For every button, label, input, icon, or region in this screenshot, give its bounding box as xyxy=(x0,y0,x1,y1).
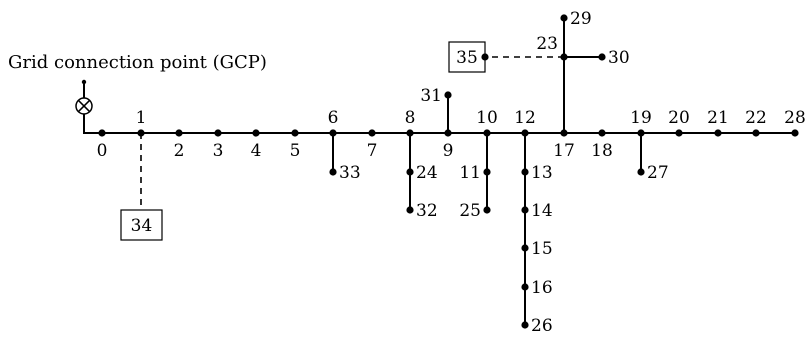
bus-label-7: 7 xyxy=(367,141,378,161)
bus-label-18: 18 xyxy=(591,141,613,161)
bus-node-12 xyxy=(521,129,529,137)
bus-node-31 xyxy=(444,91,452,99)
bus-label-6: 6 xyxy=(328,108,339,128)
bus-node-1 xyxy=(137,129,145,137)
bus-node-16 xyxy=(521,283,529,291)
bus-label-28: 28 xyxy=(784,108,806,128)
bus-label-3: 3 xyxy=(213,141,224,161)
bus-node-28 xyxy=(791,129,799,137)
bus-label-1: 1 xyxy=(136,108,147,128)
dashed-links xyxy=(140,56,564,210)
bus-label-19: 19 xyxy=(630,108,652,128)
bus-label-14: 14 xyxy=(531,201,553,221)
bus-node-6 xyxy=(329,129,337,137)
bus-node-22 xyxy=(752,129,760,137)
svg-text:34: 34 xyxy=(131,216,153,236)
bus-node-11 xyxy=(483,168,491,176)
bus-label-25: 25 xyxy=(459,201,481,221)
bus-label-26: 26 xyxy=(531,316,553,336)
solid-links xyxy=(102,18,795,325)
bus-node-23 xyxy=(560,53,568,61)
bus-node-2 xyxy=(175,129,183,137)
bus-label-9: 9 xyxy=(443,141,454,161)
gcp-feed-line xyxy=(83,114,102,134)
bus-label-30: 30 xyxy=(608,48,630,68)
bus-label-20: 20 xyxy=(668,108,690,128)
bus-node-21 xyxy=(714,129,722,137)
bus-node-14 xyxy=(521,206,529,214)
bus-label-5: 5 xyxy=(290,141,301,161)
bus-node-26 xyxy=(521,321,529,329)
box-35-port xyxy=(481,53,489,61)
bus-node-33 xyxy=(329,168,337,176)
bus-node-9 xyxy=(444,129,452,137)
bus-node-27 xyxy=(637,168,645,176)
bus-node-4 xyxy=(252,129,260,137)
bus-label-32: 32 xyxy=(416,201,438,221)
bus-label-15: 15 xyxy=(531,239,553,259)
bus-node-29 xyxy=(560,14,568,22)
bus-label-23: 23 xyxy=(536,34,558,54)
bus-label-13: 13 xyxy=(531,163,553,183)
bus-label-10: 10 xyxy=(476,108,498,128)
bus-label-12: 12 xyxy=(514,108,536,128)
bus-label-17: 17 xyxy=(553,141,575,161)
bus-label-33: 33 xyxy=(339,163,361,183)
svg-text:35: 35 xyxy=(456,48,478,68)
bus-label-27: 27 xyxy=(647,163,669,183)
diagram-title: Grid connection point (GCP) xyxy=(8,52,267,73)
gcp-symbol xyxy=(75,79,102,134)
bus-node-8 xyxy=(406,129,414,137)
bus-label-22: 22 xyxy=(745,108,767,128)
bus-label-29: 29 xyxy=(570,9,592,29)
bus-node-3 xyxy=(214,129,222,137)
bus-label-31: 31 xyxy=(420,86,442,106)
box-node-35: 35 xyxy=(448,41,486,73)
bus-node-30 xyxy=(598,53,606,61)
box-node-34: 34 xyxy=(120,209,163,241)
bus-label-24: 24 xyxy=(416,163,438,183)
bus-node-20 xyxy=(675,129,683,137)
bus-node-19 xyxy=(637,129,645,137)
bus-node-18 xyxy=(598,129,606,137)
bus-node-25 xyxy=(483,206,491,214)
bus-label-11: 11 xyxy=(459,163,481,183)
boxed-nodes: 34 35 xyxy=(120,41,486,241)
transformer-cross-icon xyxy=(75,97,93,115)
bus-nodes xyxy=(98,14,799,329)
bus-node-24 xyxy=(406,168,414,176)
gcp-stub-dot xyxy=(81,79,87,85)
bus-label-4: 4 xyxy=(251,141,262,161)
bus-node-0 xyxy=(98,129,106,137)
bus-node-13 xyxy=(521,168,529,176)
bus-node-10 xyxy=(483,129,491,137)
bus-node-15 xyxy=(521,244,529,252)
bus-label-2: 2 xyxy=(174,141,185,161)
bus-label-21: 21 xyxy=(707,108,729,128)
bus-node-32 xyxy=(406,206,414,214)
bus-label-16: 16 xyxy=(531,278,553,298)
bus-label-8: 8 xyxy=(405,108,416,128)
bus-label-0: 0 xyxy=(97,141,108,161)
bus-node-5 xyxy=(291,129,299,137)
bus-node-7 xyxy=(368,129,376,137)
bus-node-17 xyxy=(560,129,568,137)
